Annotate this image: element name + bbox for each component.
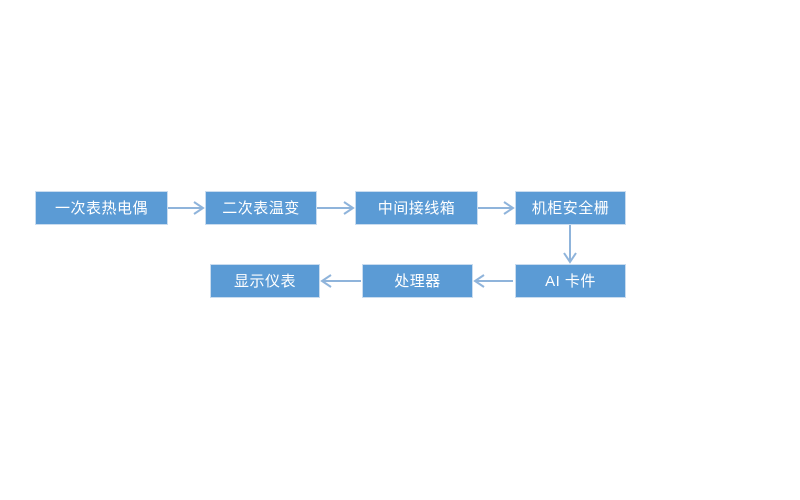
connector-arrow-n3-n4 [478, 201, 515, 215]
flow-node-secondary-transmitter[interactable]: 二次表温变 [205, 191, 317, 225]
flow-node-display-instrument[interactable]: 显示仪表 [210, 264, 320, 298]
connector-arrow-n4-n5 [563, 225, 577, 264]
flow-node-primary-thermocouple[interactable]: 一次表热电偶 [35, 191, 168, 225]
flow-node-label: 中间接线箱 [377, 199, 456, 217]
flow-node-label: 处理器 [394, 272, 441, 290]
flow-node-label: 一次表热电偶 [54, 199, 148, 217]
connector-arrow-n5-n6 [473, 274, 513, 288]
connector-arrow-n6-n7 [320, 274, 361, 288]
flow-node-ai-card[interactable]: AI 卡件 [515, 264, 626, 298]
connector-arrow-n2-n3 [317, 201, 355, 215]
flow-node-processor[interactable]: 处理器 [362, 264, 473, 298]
flow-node-label: 机柜安全栅 [531, 199, 610, 217]
flow-node-cabinet-safety-barrier[interactable]: 机柜安全栅 [515, 191, 626, 225]
connector-arrow-n1-n2 [168, 201, 205, 215]
flow-node-label: 二次表温变 [222, 199, 300, 217]
flow-node-junction-box[interactable]: 中间接线箱 [355, 191, 478, 225]
flow-node-label: 显示仪表 [233, 272, 296, 290]
flow-node-label: AI 卡件 [545, 272, 596, 290]
